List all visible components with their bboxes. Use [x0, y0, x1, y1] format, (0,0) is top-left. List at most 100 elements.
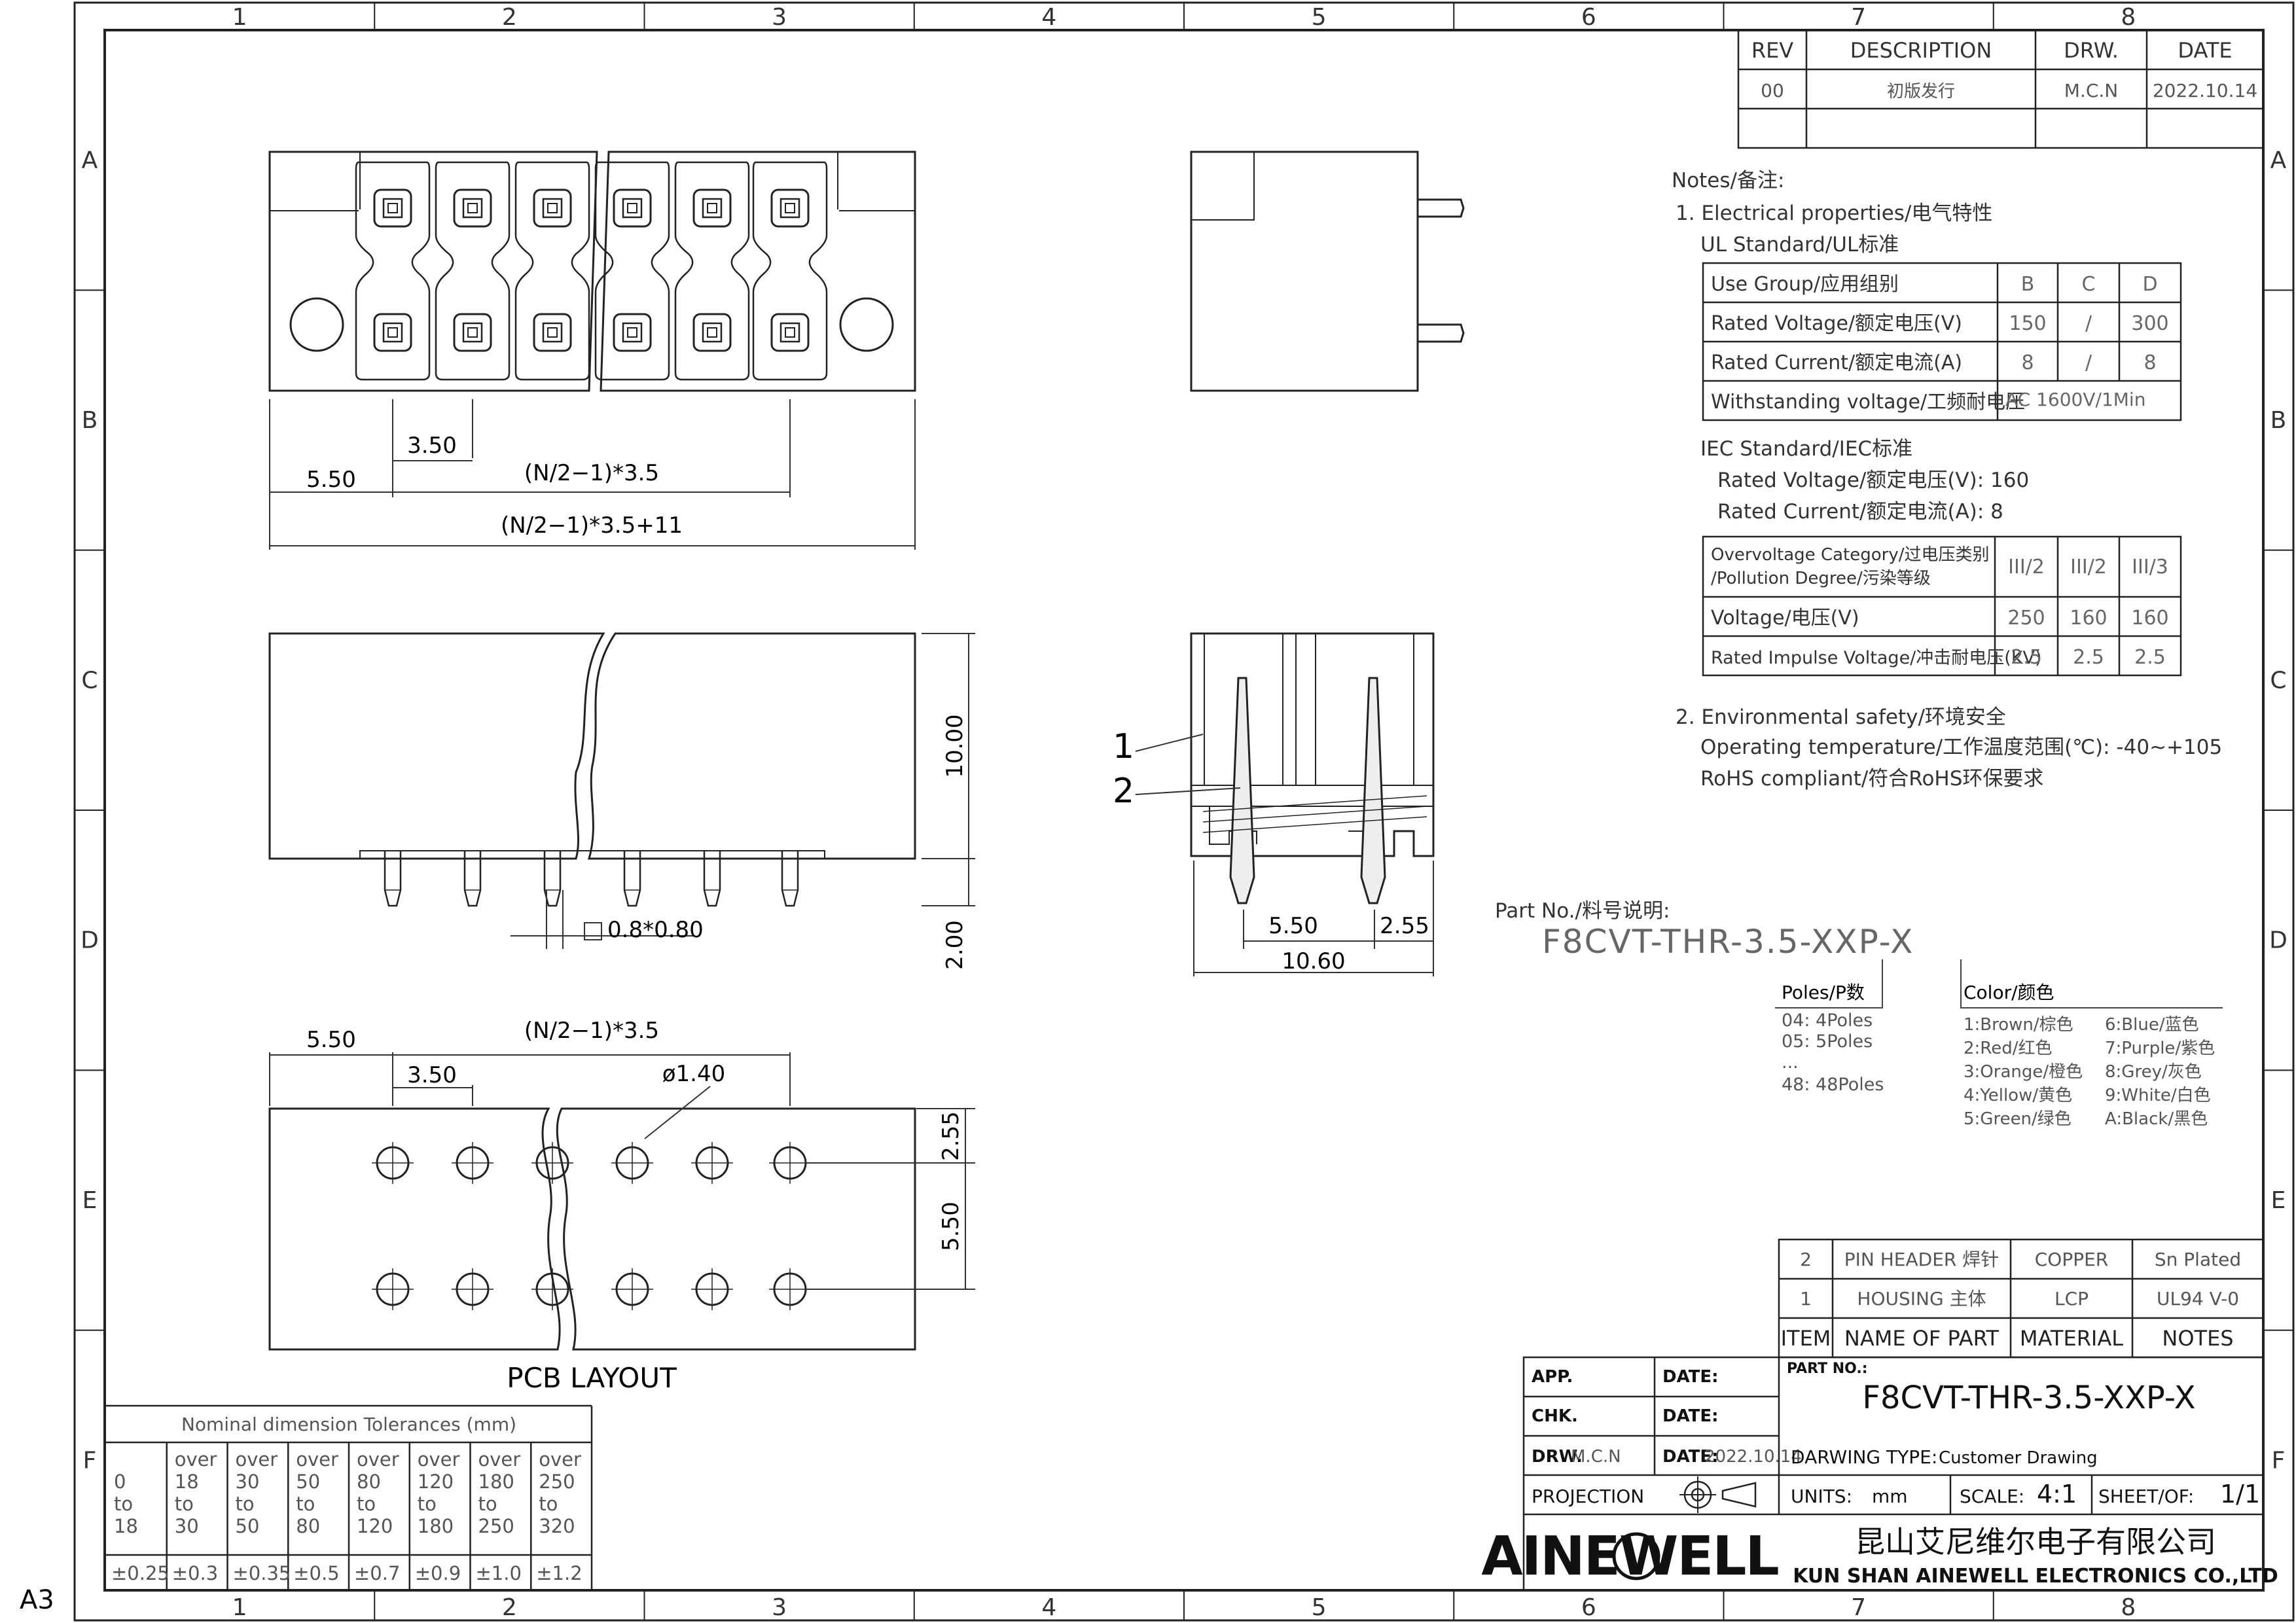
terminal-cell	[355, 161, 431, 381]
iec-row-label: Rated Impulse Voltage/冲击耐电压(KV)	[1711, 648, 2042, 668]
rev-cell: 2022.10.14	[2153, 80, 2257, 101]
notes-operating-temp: Operating temperature/工作温度范围(℃): -40~+10…	[1700, 736, 2222, 759]
tolerance-range-text: over	[236, 1448, 278, 1471]
grid-col-label: 5	[1312, 4, 1327, 31]
iec-header-line1: Overvoltage Category/过电压类别	[1711, 545, 1989, 565]
side-section-view	[1190, 632, 1435, 904]
terminal-screw	[780, 198, 800, 219]
grid-row-label: B	[2270, 407, 2287, 434]
grid-row-label: E	[2271, 1187, 2286, 1214]
terminal-hole	[770, 188, 810, 228]
terminal-cell	[674, 161, 750, 381]
tolerance-range-text: to	[539, 1493, 558, 1515]
tolerance-range-text: 50	[236, 1515, 260, 1537]
notes-title: Notes/备注:	[1672, 169, 1784, 192]
terminal-screw-inner	[547, 203, 558, 213]
part-number-block: Part No./料号说明: F8CVT-THR-3.5-XXP-X	[1495, 899, 1912, 961]
tolerance-range-text: 80	[357, 1471, 381, 1493]
terminal-hole	[373, 313, 412, 352]
front-dimensions	[511, 633, 975, 949]
ul-cell: 300	[2131, 312, 2168, 335]
ul-table	[1702, 262, 2182, 421]
color-option: 4:Yellow/黄色	[1964, 1086, 2072, 1105]
grid-col-label: 3	[772, 4, 787, 31]
grid-col-label: 8	[2121, 1594, 2136, 1621]
dim-top-span: (N/2−1)*3.5	[524, 460, 659, 486]
terminal-screw	[382, 322, 403, 343]
grid-col-label: 5	[1312, 1594, 1327, 1621]
iec-header-line2: /Pollution Degree/污染等级	[1711, 569, 1931, 588]
tolerance-range-text: to	[114, 1493, 133, 1515]
color-option: 7:Purple/紫色	[2105, 1039, 2215, 1058]
tolerance-range-text: to	[478, 1493, 497, 1515]
tb-date-label: DATE:	[1662, 1447, 1719, 1467]
tolerance-range-text: over	[418, 1448, 460, 1471]
grid-col-label: 1	[232, 4, 247, 31]
tolerance-range-text: over	[357, 1448, 399, 1471]
tolerance-table: Nominal dimension Tolerances (mm)0to18ov…	[106, 1404, 593, 1590]
grid-row-label: F	[83, 1447, 97, 1474]
iec-cell: 2.5	[2011, 646, 2042, 669]
bom-cell: UL94 V-0	[2157, 1288, 2239, 1310]
tb-units-label: UNITS:	[1791, 1486, 1852, 1507]
grid-row-label: A	[2270, 147, 2287, 174]
terminal-hole	[770, 313, 810, 352]
bom-cell: LCP	[2054, 1288, 2089, 1310]
terminal-hole	[453, 188, 492, 228]
iec-cell: 160	[2131, 607, 2168, 630]
tb-scale-label: SCALE:	[1960, 1486, 2024, 1507]
ul-withstanding-label: Withstanding voltage/工频耐电压	[1711, 391, 2025, 414]
tb-drw-value: M.C.N	[1571, 1447, 1621, 1467]
tolerance-value: ±0.3	[172, 1562, 218, 1584]
dim-top-edge: 5.50	[306, 467, 356, 493]
tolerance-range-text: to	[296, 1493, 315, 1515]
terminal-screw	[462, 198, 483, 219]
terminal-screw-inner	[785, 203, 795, 213]
pcb-dimensions	[269, 1052, 975, 1290]
ul-cell: 8	[2021, 351, 2034, 374]
bom-cell: 1	[1800, 1288, 1812, 1310]
tb-date-label: DATE:	[1662, 1367, 1719, 1387]
front-view	[268, 632, 916, 907]
tb-projection-label: PROJECTION	[1532, 1486, 1644, 1507]
ul-cell: 150	[2009, 312, 2046, 335]
notes-iec-voltage: Rated Voltage/额定电压(V): 160	[1717, 469, 2029, 492]
bom-header: NAME OF PART	[1844, 1326, 2000, 1351]
tolerance-range-text: 250	[539, 1471, 575, 1493]
grid-col-label: 7	[1851, 1594, 1866, 1621]
rev-cell: 00	[1761, 80, 1784, 101]
grid-col-label: 4	[1041, 1594, 1056, 1621]
dim-side-total: 10.60	[1282, 948, 1345, 974]
iec-header-col: III/3	[2132, 556, 2168, 579]
tb-app-label: APP.	[1532, 1367, 1573, 1387]
iec-header-col: III/2	[2070, 556, 2107, 579]
tb-drawingtype-value: Customer Drawing	[1939, 1448, 2098, 1468]
grid-col-label: 2	[502, 4, 517, 31]
dim-pcb-span: (N/2−1)*3.5	[524, 1018, 659, 1044]
tolerance-value: ±0.7	[354, 1562, 400, 1584]
terminal-screw	[542, 198, 563, 219]
rev-header: DATE	[2178, 38, 2232, 63]
notes-iec-current: Rated Current/额定电流(A): 8	[1717, 500, 2003, 524]
terminal-cell	[435, 161, 511, 381]
terminal-screw	[382, 198, 403, 219]
tb-sheet-label: SHEET/OF:	[2098, 1486, 2194, 1507]
tolerance-value: ±0.25	[111, 1562, 170, 1584]
notes-environmental: 2. Environmental safety/环境安全	[1676, 705, 2006, 729]
dim-pcb-hole: ø1.40	[662, 1061, 726, 1087]
company-name-en: KUN SHAN AINEWELL ELECTRONICS CO.,LTD	[1793, 1565, 2278, 1588]
terminal-screw-inner	[387, 203, 398, 213]
tolerance-range-text: over	[539, 1448, 581, 1471]
color-option: 5:Green/绿色	[1964, 1109, 2072, 1129]
color-option: 3:Orange/橙色	[1964, 1062, 2083, 1082]
grid-row-label: B	[82, 407, 98, 434]
tb-sheet-value: 1/1	[2220, 1480, 2260, 1508]
terminal-screw-inner	[467, 203, 478, 213]
tolerance-range-text: 120	[418, 1471, 454, 1493]
bom-cell: PIN HEADER 焊针	[1844, 1249, 2000, 1270]
grid-row-label: C	[81, 667, 98, 694]
pole-option: ...	[1782, 1052, 1799, 1073]
bom-header: NOTES	[2162, 1326, 2233, 1351]
front-pin	[623, 851, 641, 907]
notes-electrical: 1. Electrical properties/电气特性	[1676, 202, 1992, 225]
